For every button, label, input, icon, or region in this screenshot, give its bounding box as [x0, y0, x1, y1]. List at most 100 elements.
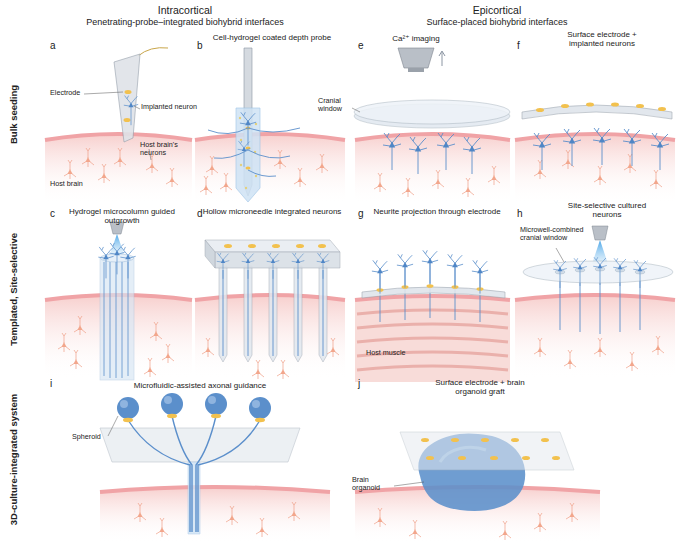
host-neuron	[256, 518, 268, 537]
implanted-neuron	[623, 129, 641, 166]
electrode-pad	[490, 456, 498, 460]
microfluidic-plate	[100, 428, 300, 462]
array-top	[205, 240, 340, 252]
implanted-neuron	[98, 247, 113, 278]
host-neuron	[564, 350, 576, 369]
electrode-pad	[255, 418, 265, 422]
electrode-film	[362, 287, 505, 298]
electrode-pad	[427, 284, 434, 288]
electrode-pad	[552, 456, 560, 460]
panel-letter: b	[197, 40, 209, 52]
neurite	[208, 128, 300, 176]
callout-label: Brain organoid	[352, 476, 394, 493]
tissue-fill	[195, 134, 345, 205]
panel-title: Surface electrode + brain organoid graft	[420, 378, 540, 396]
host-neuron	[534, 160, 546, 179]
panel-letter: f	[517, 40, 529, 52]
electrode-film	[522, 105, 672, 119]
implanted-neuron	[109, 243, 124, 274]
host-neuron	[534, 338, 546, 357]
host-neuron	[402, 178, 414, 197]
panel-title: Microfluidic-assisted axonal guidance	[100, 381, 300, 390]
electrode-pad	[586, 103, 594, 107]
electrode-pad	[426, 456, 434, 460]
electrode-pad	[318, 244, 326, 248]
callout-label: Implanted neuron	[141, 103, 205, 111]
spheroid	[205, 393, 227, 415]
implanted-neuron	[242, 253, 255, 279]
host-neuron	[74, 316, 86, 335]
implanted-neuron	[383, 133, 401, 170]
electrode-film	[400, 432, 574, 470]
leader-line	[108, 416, 118, 436]
electrode-pad	[296, 244, 304, 248]
electrode-pad	[224, 244, 232, 248]
tissue-fill	[355, 134, 510, 205]
hydrogel-particle	[240, 164, 242, 166]
implanted-neuron	[397, 254, 413, 287]
objective-lens	[398, 48, 434, 68]
neurite-electrode	[362, 250, 505, 322]
callout-label: Microwell-combined cranial window	[520, 226, 604, 243]
electrode-pad	[541, 438, 549, 442]
panel-letter: e	[358, 40, 370, 52]
implanted-neuron	[563, 129, 581, 166]
electrode-pad	[377, 284, 484, 292]
hollow-microneedle	[219, 266, 327, 362]
host-neuron	[58, 333, 70, 352]
electrode-pad	[421, 438, 429, 442]
host-neuron	[374, 173, 386, 192]
muscle-surface	[355, 296, 510, 300]
implanted-neuron	[240, 112, 256, 145]
column-subtitle: Penetrating-probe–integrated biohybrid i…	[50, 17, 320, 27]
leader-line	[556, 248, 564, 262]
microcolumn	[100, 258, 134, 380]
cranial-window	[354, 100, 510, 124]
spheroid	[208, 396, 216, 404]
electrode-pad	[458, 456, 466, 460]
light-beam	[592, 240, 608, 264]
implanted-neuron	[553, 260, 567, 288]
host-neuron	[274, 150, 286, 169]
electrode-pad	[636, 104, 644, 108]
host-neuron	[652, 336, 664, 355]
electrode-pad	[658, 107, 666, 111]
host-neuron	[594, 166, 606, 185]
tissue-fill	[515, 295, 675, 380]
microneedle-array	[205, 240, 340, 362]
host-neuron	[144, 358, 156, 377]
implanted-neuron	[422, 250, 438, 283]
electrode-pad	[536, 103, 666, 113]
spheroid	[252, 400, 260, 408]
host-neuron	[226, 506, 238, 525]
host-neuron	[626, 352, 638, 371]
tissue-fill	[515, 134, 675, 205]
electrode-pad	[248, 244, 256, 248]
electrode-pad	[561, 104, 569, 108]
host-neuron	[462, 178, 474, 197]
cortex-surface	[515, 295, 675, 300]
hydrogel-coating	[236, 108, 260, 202]
implanted-neuron	[120, 247, 135, 278]
implanted-neuron	[613, 258, 627, 286]
column-header: Epicortical	[387, 4, 607, 16]
electrode-pad	[611, 103, 619, 107]
cortex-surface	[355, 134, 510, 140]
column-header: Intracortical	[75, 4, 295, 16]
implanted-neuron	[267, 253, 280, 279]
cranial-window	[523, 261, 673, 283]
host-neuron	[409, 520, 421, 539]
microfluidic-device	[100, 393, 300, 534]
host-neuron	[162, 344, 174, 363]
imaging-setup	[352, 48, 510, 174]
hydrogel-particle	[255, 175, 257, 177]
panel-title: Cell-hydrogel coated depth probe	[207, 33, 337, 42]
panel-title: Surface electrode + implanted neurons	[552, 30, 652, 48]
host-neuron	[156, 518, 168, 537]
host-neuron	[499, 521, 511, 540]
host-neuron	[624, 154, 636, 173]
panel-letter: a	[50, 40, 62, 52]
callout-label: Host brain	[50, 180, 110, 188]
